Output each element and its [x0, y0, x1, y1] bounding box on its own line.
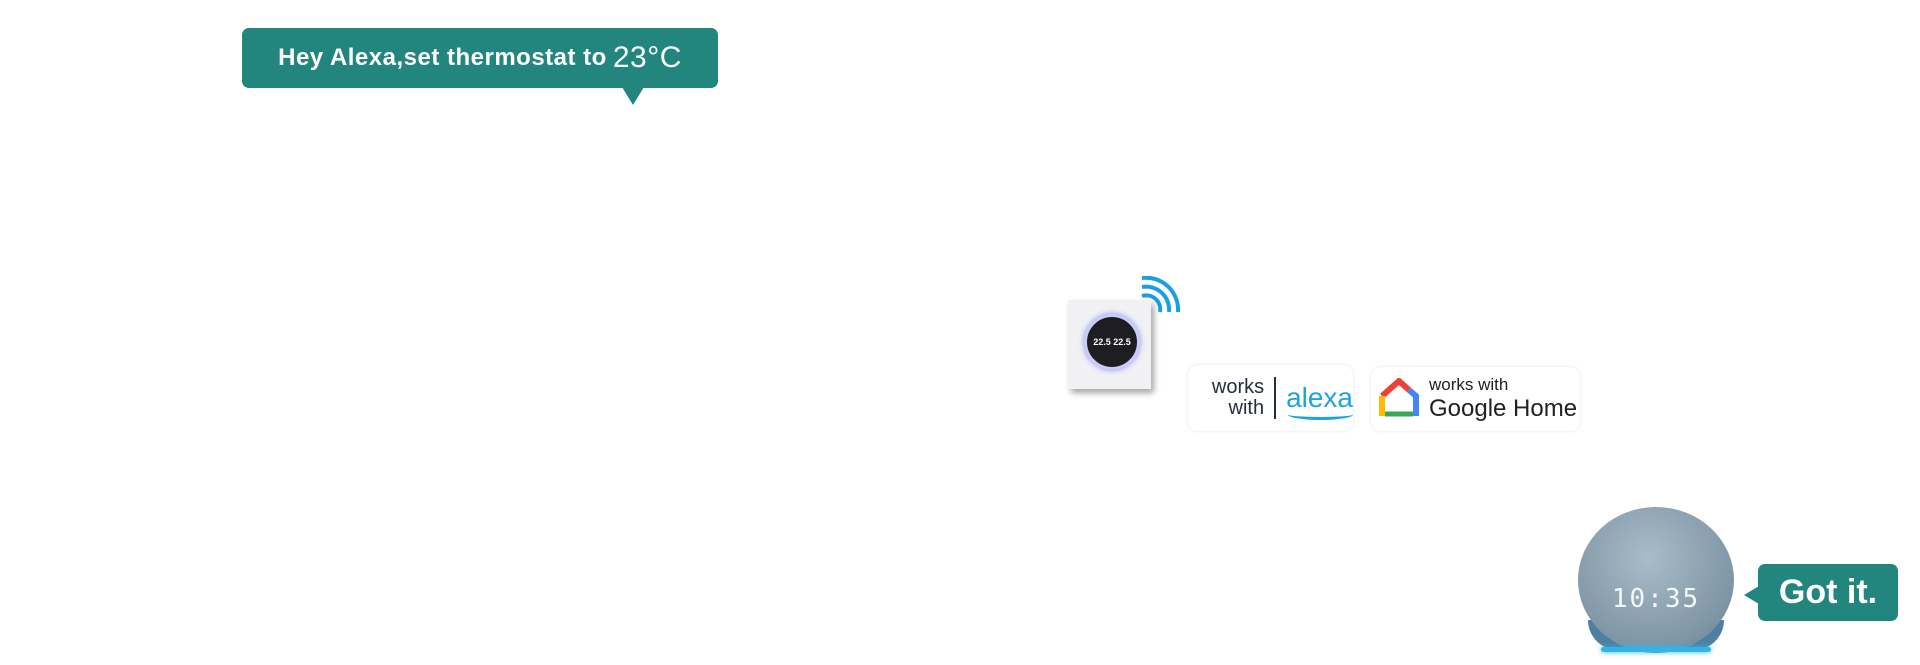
alexa-works-with-text: works with [1211, 376, 1265, 419]
thermostat-temp: 22.5 22.5 [1093, 337, 1131, 347]
reply-text: Got it. [1778, 573, 1878, 611]
alexa-logo: alexa [1286, 382, 1353, 420]
thermostat-display: 22.5 22.5 [1084, 314, 1140, 370]
echo-dot-image: 10:35 [1573, 502, 1739, 661]
echo-clock: 10:35 [1611, 584, 1701, 614]
works-with-alexa-badge: works with alexa [1188, 365, 1353, 431]
thermostat-image: 22.5 22.5 [1068, 300, 1151, 389]
wifi-icon [1141, 276, 1180, 313]
command-temperature: 23°C [612, 41, 682, 74]
voice-command-bubble: Hey Alexa,set thermostat to 23°C [242, 28, 718, 105]
reply-bubble: Got it. [1744, 564, 1898, 621]
command-text: Hey Alexa,set thermostat to [278, 44, 607, 71]
google-works-with-text: works with [1429, 375, 1509, 394]
google-home-icon [1379, 378, 1419, 417]
echo-light-ring [1601, 647, 1711, 652]
google-home-text: Google Home [1429, 395, 1578, 422]
badge-divider [1274, 377, 1277, 419]
works-with-google-home-badge: works with Google Home [1371, 367, 1580, 431]
echo-sphere [1578, 507, 1734, 653]
